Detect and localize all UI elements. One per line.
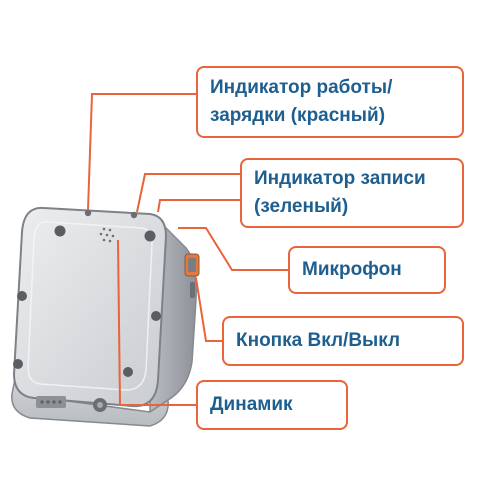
callout-power-button: Кнопка Вкл/Выкл (222, 316, 464, 366)
record-indicator-led (130, 211, 138, 219)
callout-microphone-label: Микрофон (302, 259, 402, 281)
callout-speaker: Динамик (196, 380, 348, 430)
screw-top-left (54, 225, 66, 237)
callout-power-indicator-line2: зарядки (красный) (210, 105, 386, 126)
callout-power-indicator-line1: Индикатор работы/ (210, 77, 393, 99)
callout-record-indicator-line1: Индикатор записи (254, 168, 426, 190)
callout-power-button-label: Кнопка Вкл/Выкл (236, 330, 401, 352)
callout-record-indicator: Индикатор записи (зеленый) (240, 158, 464, 228)
leader-power-indicator (87, 93, 198, 211)
screw-top-right (144, 230, 156, 242)
speaker-grille (99, 227, 115, 243)
microphone-slot (190, 282, 195, 298)
device-front-face (12, 206, 168, 408)
screw-mid-right (151, 311, 161, 321)
leader-record-indicator-2 (157, 199, 242, 213)
leader-lines (87, 93, 288, 406)
screw-bottom-right (123, 367, 133, 377)
leader-speaker (117, 239, 196, 406)
bottom-connector (36, 396, 66, 408)
power-indicator-led (84, 209, 92, 217)
leader-record-indicator (136, 173, 242, 213)
screw-bottom-left (13, 359, 23, 369)
callout-power-indicator: Индикатор работы/ зарядки (красный) (196, 66, 464, 138)
screw-mid-left (17, 291, 27, 301)
callout-speaker-label: Динамик (210, 394, 293, 416)
callout-record-indicator-line2: (зеленый) (254, 196, 349, 217)
leader-microphone (178, 227, 288, 271)
callout-microphone: Микрофон (288, 246, 446, 294)
leader-power-button (195, 277, 222, 342)
